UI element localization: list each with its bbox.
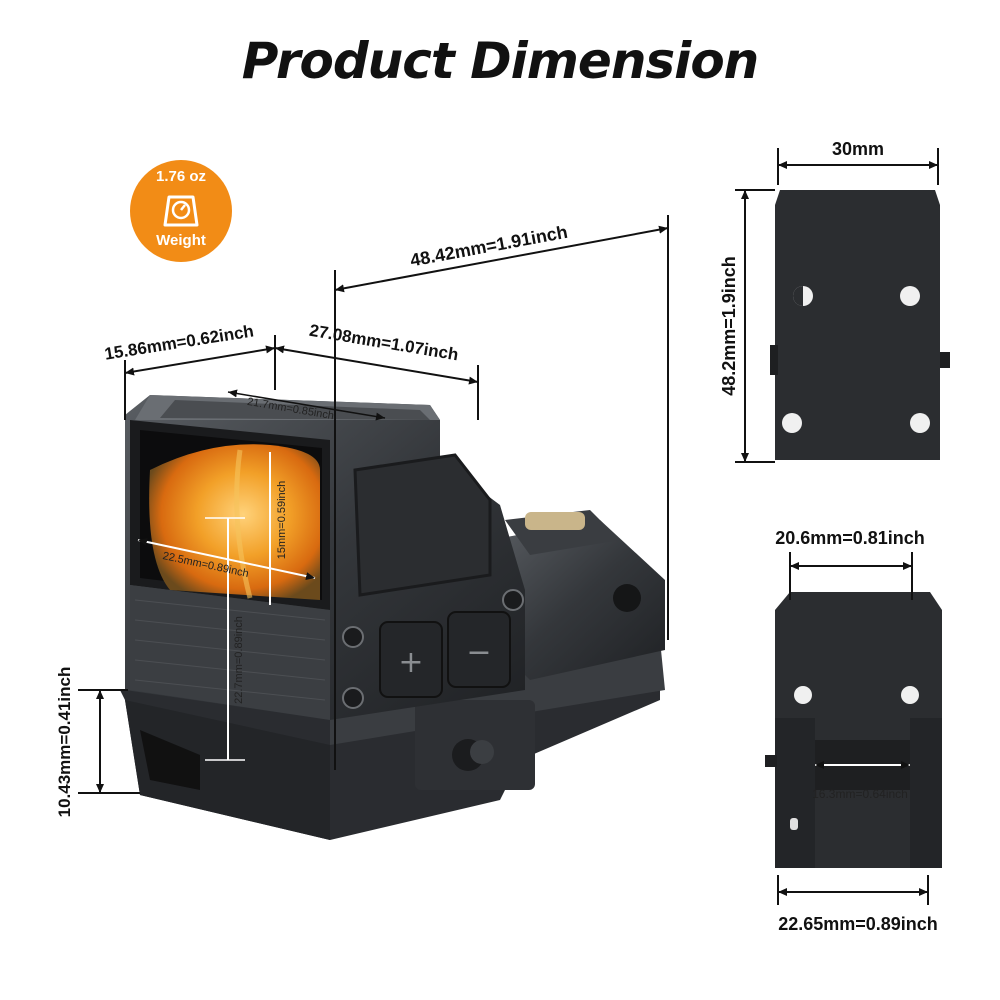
end-bottom-width-label: 22.65mm=0.89inch: [778, 914, 938, 934]
end-top-width-label: 20.6mm=0.81inch: [775, 528, 925, 548]
base-height-label: 10.43mm=0.41inch: [55, 667, 74, 818]
lens-height-label: 15mm=0.59inch: [276, 481, 288, 560]
front-width-label: 15.86mm=0.62inch: [103, 321, 255, 363]
end-inner-width-label: 16.3mm=0.64inch: [812, 787, 908, 801]
page-title: Product Dimension: [241, 32, 760, 90]
weight-value: 1.76 oz: [155, 168, 207, 185]
main-dimension-lines: [78, 215, 669, 794]
minus-button-label: −: [466, 635, 491, 670]
scale-icon: [163, 195, 199, 227]
window-height-label: 22.7mm=0.89inch: [233, 616, 245, 704]
weight-label: Weight: [156, 232, 206, 249]
bottom-view: [770, 190, 950, 460]
end-view: [765, 592, 942, 868]
red-dot-sight-main-view: + −: [120, 395, 665, 840]
brightness-buttons: + −: [379, 611, 511, 698]
weight-badge: 1.76 oz Weight: [130, 160, 232, 262]
plus-button-label: +: [398, 645, 423, 680]
bottom-width-label: 30mm: [832, 139, 884, 159]
overall-length-label: 48.42mm=1.91inch: [409, 222, 570, 271]
bottom-length-label: 48.2mm=1.9inch: [719, 256, 739, 396]
